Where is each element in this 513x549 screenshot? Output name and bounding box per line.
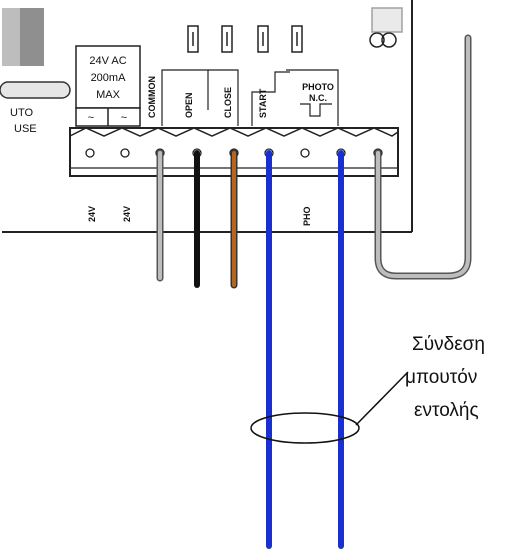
label-24v-2: 24V <box>122 206 132 222</box>
label-start: START <box>258 88 268 118</box>
wires <box>156 34 472 549</box>
power-spec-line-2: 200mA <box>91 72 127 84</box>
label-common: COMMON <box>147 76 157 118</box>
caption-line-2: μπουτόν <box>405 367 477 388</box>
indicator-leds <box>187 25 303 53</box>
tilde-2: ~ <box>121 112 127 124</box>
fuse-label-1: UTO <box>10 107 33 119</box>
label-24v-1: 24V <box>87 206 97 222</box>
relay-block-shade <box>20 8 44 66</box>
caption: Σύνδεση μπουτόν εντολής <box>405 334 485 421</box>
power-spec-line-3: MAX <box>96 89 121 101</box>
power-spec-line-1: 24V AC <box>89 55 126 67</box>
caption-line-3: εντολής <box>414 400 479 421</box>
dip-switch-icon <box>369 7 403 48</box>
fuse: UTO USE <box>0 81 71 135</box>
label-pho: PHO <box>302 206 312 226</box>
photo-label-2: N.C. <box>309 93 327 103</box>
connection-ellipse <box>250 412 360 444</box>
photo-label-1: PHOTO <box>302 82 334 92</box>
callout-leader <box>355 371 409 426</box>
wire-gray-loop <box>376 36 470 278</box>
fuse-label-2: USE <box>14 123 37 135</box>
label-brackets <box>161 69 339 126</box>
board-outline <box>2 0 413 233</box>
label-open: OPEN <box>184 92 194 118</box>
label-close: CLOSE <box>223 87 233 118</box>
power-spec-box: 24V AC 200mA MAX ~ ~ <box>75 45 141 127</box>
caption-line-1: Σύνδεση <box>412 334 485 355</box>
tilde-1: ~ <box>88 112 94 124</box>
terminal-top-labels: COMMON OPEN CLOSE START <box>147 76 268 118</box>
terminal-bottom-labels: 24V 24V PHO <box>87 206 312 226</box>
